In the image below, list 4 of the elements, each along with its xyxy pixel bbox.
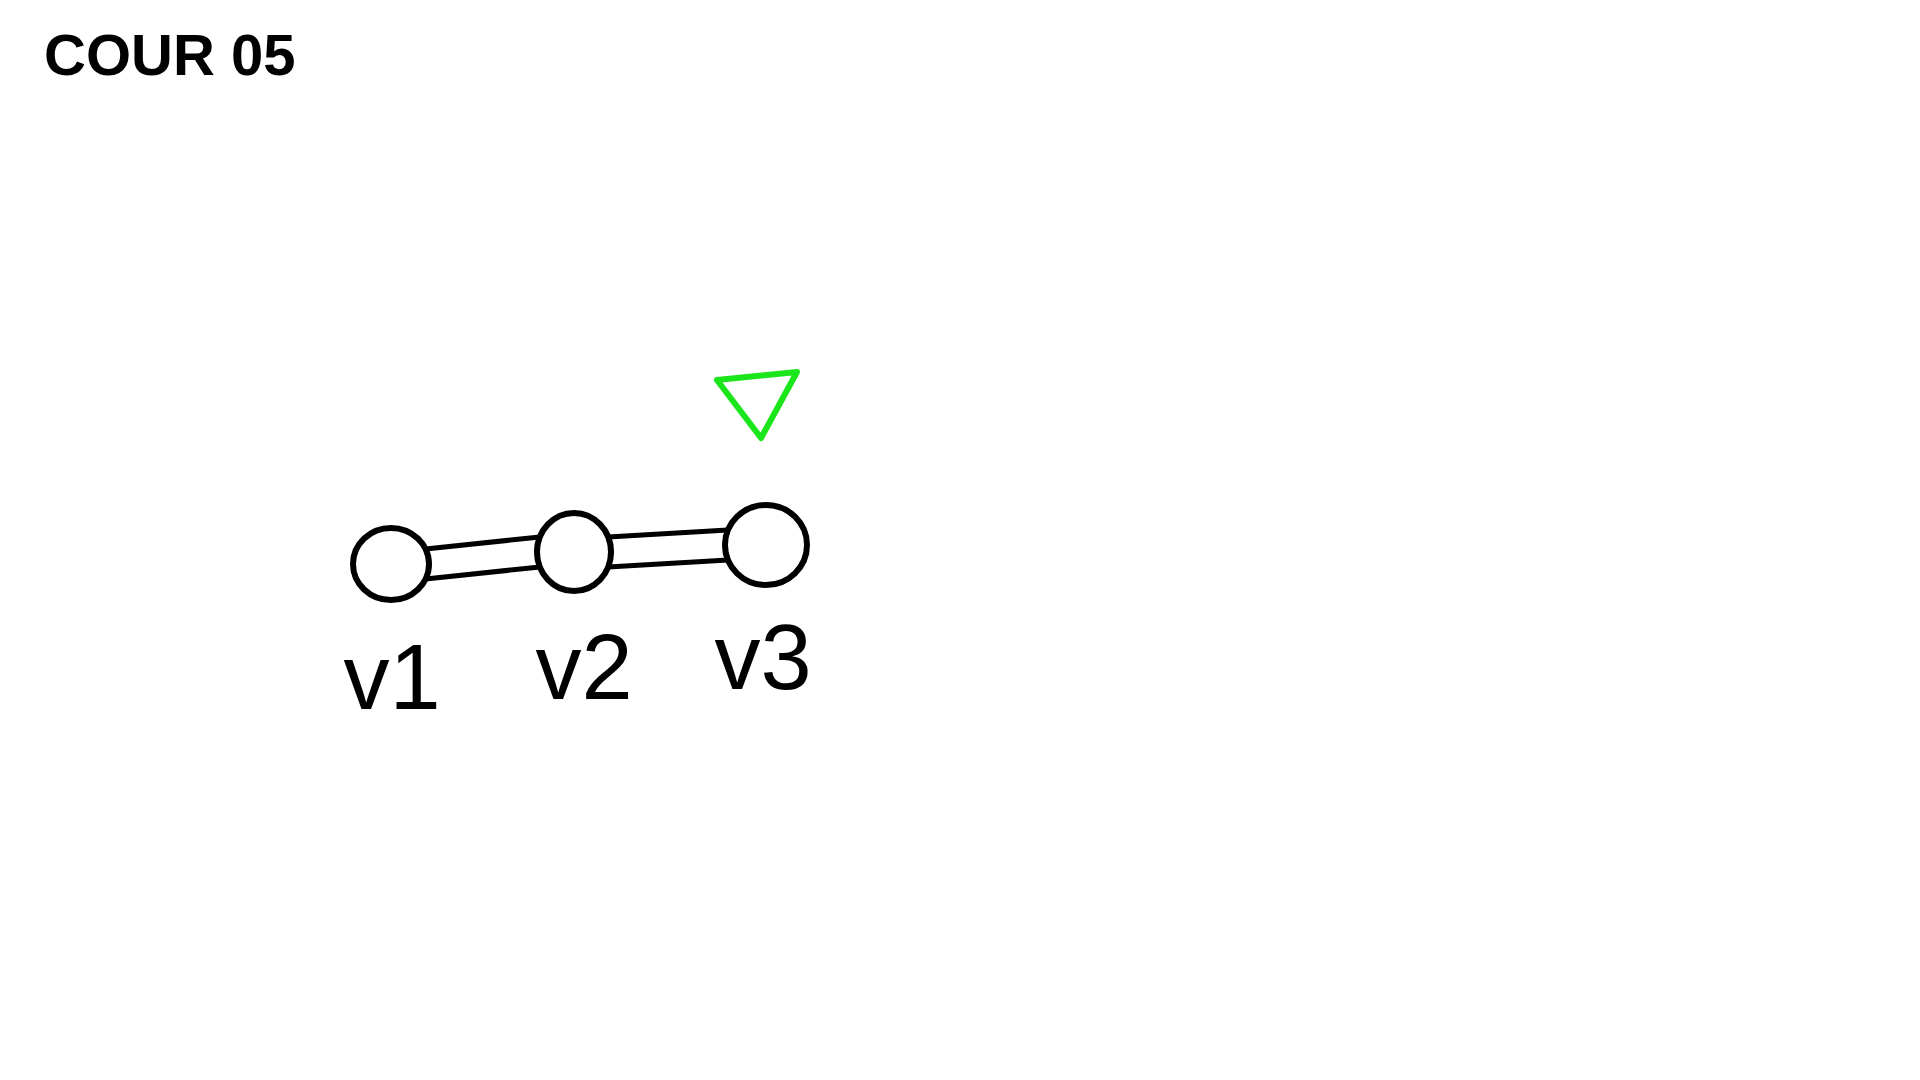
- page-title: COUR 05: [44, 24, 296, 86]
- version-label: v2: [535, 626, 633, 708]
- version-label: v3: [714, 616, 812, 698]
- version-label: v1: [343, 636, 441, 718]
